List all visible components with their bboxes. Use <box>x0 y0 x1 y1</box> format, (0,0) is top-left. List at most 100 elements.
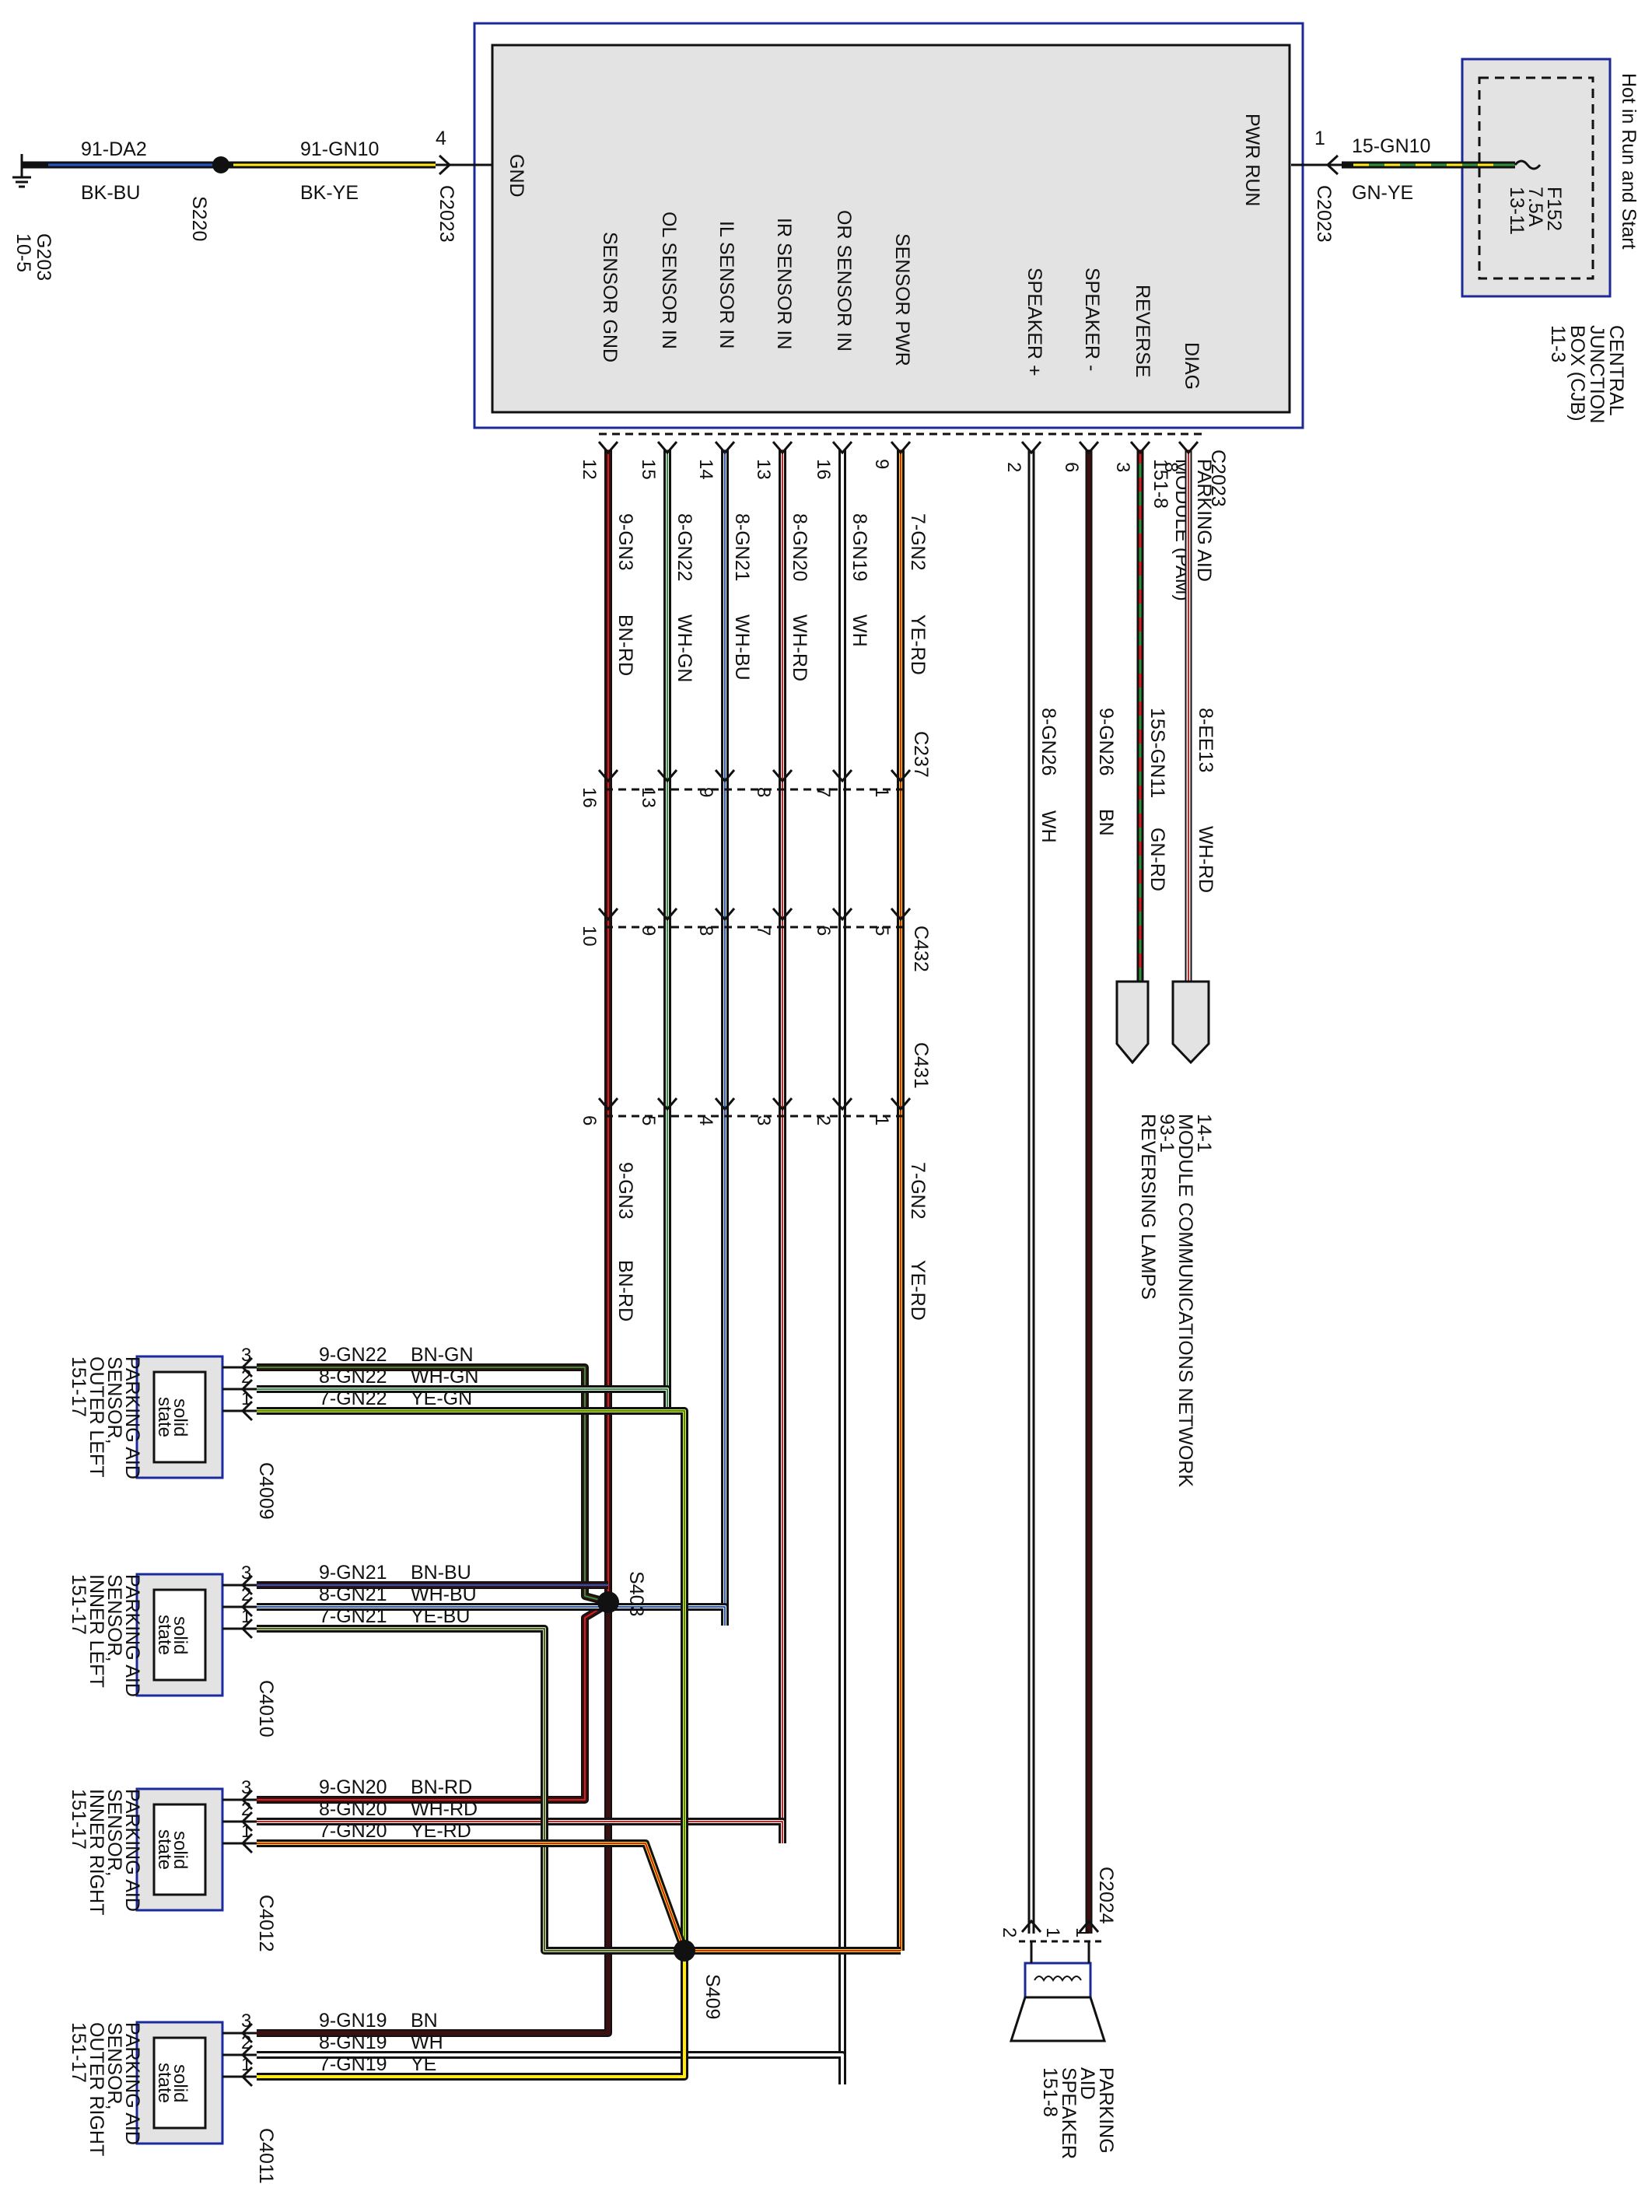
ground-wire2-circuit: 91-GN10 <box>300 138 379 160</box>
bundle-wire-1-pin-4: 6 <box>579 1115 600 1125</box>
route-inner-right-gnd-sheath <box>257 1600 611 1804</box>
sensor-1-circuit-1: 9-GN22 <box>319 1344 387 1366</box>
speaker-pin-2: 2 <box>999 1927 1020 1937</box>
route-inner-left-pwr <box>257 1625 684 1955</box>
sensor-2-color-1: BN-BU <box>411 1562 471 1584</box>
route-inner-left-sig-stripe <box>257 1606 726 1626</box>
bundle-wire-1-pin-3: 10 <box>579 926 600 947</box>
sensor-1-pin-2: 2 <box>241 1367 251 1388</box>
pin-speaker-minus: 6 <box>1061 462 1082 472</box>
sensor-4-title-1: PARKING AID <box>121 2022 143 2145</box>
pin-label-il-sensor: IL SENSOR IN <box>716 221 737 348</box>
cjb-title-3: BOX (CJB) <box>1566 325 1588 422</box>
bundle-wire-5-arrow-2 <box>831 769 853 783</box>
sensor-3-box-line-1: solid <box>170 1831 191 1869</box>
bundle-wire-6-arrow-1 <box>890 441 912 455</box>
route-outer-left-pwr-sheath <box>257 1407 688 1951</box>
route-outer-right-gnd <box>257 1602 612 2037</box>
sensor-4-pin-1: 3 <box>241 2011 251 2032</box>
dest-network-ref: 14-1 <box>1193 1114 1215 1153</box>
ground-connector: C2023 <box>436 185 457 243</box>
route-outer-right-sig-base <box>257 2053 844 2084</box>
bundle-wire-2-pin-1: 15 <box>638 459 659 480</box>
bundle-wire-3-arrow-2 <box>714 769 736 783</box>
speaker-minus-circuit: 9-GN26 <box>1095 708 1117 776</box>
bundle-wire-5-arrow-1 <box>831 441 853 455</box>
sensor-4-box-line-1: solid <box>170 2064 191 2102</box>
sensor-1-arrow-3 <box>240 1400 254 1422</box>
sensor-4-pin-2: 2 <box>241 2032 251 2053</box>
route-outer-left-gnd-stripe <box>257 1367 609 1603</box>
c237-label: C237 <box>910 731 932 778</box>
sensor-2-circuit-1: 9-GN21 <box>319 1562 387 1584</box>
bundle-wire-5-circuit: 8-GN19 <box>849 513 870 582</box>
sensor-3-arrow-2 <box>240 1811 254 1832</box>
sensor-3-connector: C4012 <box>255 1895 277 1952</box>
bundle-wire-1-color: BN-RD <box>614 614 636 676</box>
route-inner-right-gnd-stripe <box>257 1603 609 1801</box>
sensor-1-title-3: OUTER LEFT <box>86 1356 107 1478</box>
diag-circuit: 8-EE13 <box>1195 708 1216 772</box>
route-outer-right-sig <box>257 2051 846 2084</box>
speaker-plus-circuit: 8-GN26 <box>1038 708 1059 776</box>
dest-network: MODULE COMMUNICATIONS NETWORK <box>1174 1114 1196 1487</box>
route-inner-right-gnd <box>257 1600 611 1804</box>
bundle-wire-4-pin-4: 3 <box>753 1115 774 1125</box>
route-inner-right-sig-stripe <box>257 1821 783 1843</box>
sensor-2-arrow-1 <box>240 1574 254 1596</box>
bundle-wire-4-pin-1: 13 <box>753 459 774 480</box>
ground-circuit: 91-DA2 BK-BU 91-GN10 BK-YE 4 C2023 S220 … <box>12 128 492 281</box>
bundle-wire-3-arrow-4 <box>714 1097 736 1111</box>
sensor-3-box-line-2: state <box>154 1829 175 1870</box>
bundle-wire-1-arrow-4 <box>597 1097 619 1111</box>
sensor-4-arrow-1 <box>240 2022 254 2044</box>
sensor-4-inner <box>152 2036 207 2130</box>
pin-label-ol-sensor: OL SENSOR IN <box>658 212 680 349</box>
bundle-wire-4-arrow-1 <box>772 441 793 455</box>
bundle-wire-4-arrow-4 <box>772 1097 793 1111</box>
c2023-label: C2023 <box>1207 450 1229 507</box>
route-inner-right-sig <box>257 1818 786 1843</box>
splice-s220-dot <box>212 156 229 173</box>
speaker-pin-1a: 1 <box>1072 1927 1093 1937</box>
speaker-title-4: 151-8 <box>1039 2067 1061 2117</box>
sensor-3-pin-1: 3 <box>241 1777 251 1798</box>
bundle-wire-6-arrow-2 <box>890 769 912 783</box>
pin-speaker-plus: 2 <box>1003 462 1024 472</box>
route-inner-left-sig <box>257 1603 729 1626</box>
pin-label-sensor-pwr: SENSOR PWR <box>891 233 913 366</box>
sensor-2-title-3: INNER LEFT <box>86 1574 107 1688</box>
route-inner-right-gnd-base <box>257 1601 610 1802</box>
bundle-wire-2-arrow-3 <box>656 908 678 922</box>
bundle-wire-2-pin-3: 9 <box>638 926 659 936</box>
pin-label-or-sensor: OR SENSOR IN <box>833 210 855 352</box>
sensor-1-connector: C4009 <box>255 1462 277 1520</box>
parking-aid-speaker: 1 1 2 C2024 PARKING AID SPEAKER 151-8 <box>999 1867 1117 2159</box>
lower-pwr-color: YE-RD <box>907 1260 929 1321</box>
route-outer-right-pwr <box>257 1951 688 2081</box>
bundle-wire-3-pin-1: 14 <box>695 459 716 480</box>
speaker-title-3: SPEAKER <box>1058 2067 1080 2159</box>
sensor-1-pin-1: 3 <box>241 1345 251 1366</box>
sensor-harness: 12161069-GN3BN-RD1513958-GN22WH-GN149848… <box>579 441 929 2084</box>
lower-pwr-circuit: 7-GN2 <box>907 1162 929 1220</box>
ground-pin: 4 <box>436 128 446 149</box>
sensor-1-arrow-1 <box>240 1356 254 1378</box>
central-junction-box: 15-GN10 GN-YE 1 C2023 F152 7.5A 13-11 Ho… <box>1291 58 1640 423</box>
sensor-3-title-3: INNER RIGHT <box>86 1789 107 1916</box>
sensor-1-pin-3: 1 <box>241 1388 251 1409</box>
sensor-3-color-1: BN-RD <box>411 1776 472 1798</box>
bundle-wire-2-color: WH-GN <box>674 614 695 682</box>
sensor-3-circuit-1: 9-GN20 <box>319 1776 387 1798</box>
route-inner-right-pwr-base <box>257 1842 686 1951</box>
reversing-lamps-arrow <box>1115 980 1150 1065</box>
route-outer-left-gnd <box>257 1363 610 1606</box>
sensor-3-pin-2: 2 <box>241 1799 251 1820</box>
ground-wire2-color: BK-YE <box>300 182 359 204</box>
bundle-wire-2-arrow-2 <box>656 769 678 783</box>
bundle-wire-6-circuit: 7-GN2 <box>907 513 929 571</box>
reverse-circuit: 15S-GN11 <box>1146 708 1168 798</box>
pam-title-ref: 151-8 <box>1150 459 1171 509</box>
